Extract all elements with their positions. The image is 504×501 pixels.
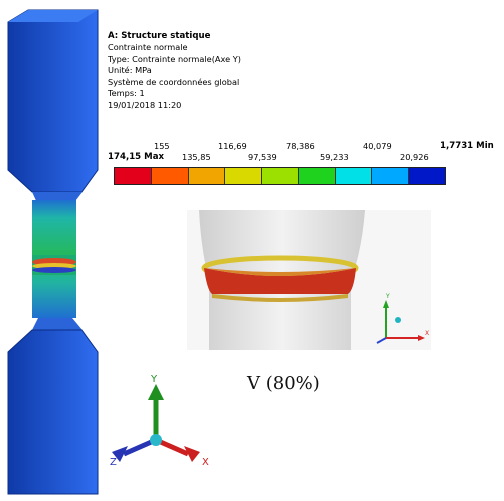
tick-label: 40,079 xyxy=(363,141,392,151)
inset-axis-y-label: Y xyxy=(386,293,390,300)
tick-label-min: 1,7731 Min xyxy=(440,141,494,151)
axis-z-label: Z xyxy=(110,457,117,468)
main-axis-triad[interactable] xyxy=(108,374,218,474)
stress-colorbar xyxy=(114,167,446,185)
specimen-3d-view[interactable] xyxy=(0,0,110,501)
legend-line: Système de coordonnées global xyxy=(108,76,240,87)
detail-inset[interactable] xyxy=(187,210,431,350)
colorbar-segment xyxy=(261,168,298,184)
legend-line: 19/01/2018 11:20 xyxy=(108,99,182,110)
tick-label-max: 174,15 Max xyxy=(108,152,165,162)
volume-annotation: V (80%) xyxy=(247,373,320,394)
colorbar-ticks-top: 155 116,69 78,386 40,079 1,7731 Min xyxy=(108,141,504,152)
tick-label: 78,386 xyxy=(286,141,315,151)
colorbar-segment xyxy=(150,168,188,184)
legend-line: Unité: MPa xyxy=(108,65,152,75)
legend-line: Contrainte normale xyxy=(108,42,188,52)
legend-line: Type: Contrainte normale(Axe Y) xyxy=(108,53,241,64)
tick-label: 20,926 xyxy=(400,152,429,162)
ring-band xyxy=(204,268,356,294)
legend-line: Temps: 1 xyxy=(108,88,145,98)
colorbar-segment xyxy=(408,168,446,184)
axis-x-label: X xyxy=(202,457,209,468)
tick-label: 97,539 xyxy=(248,152,277,162)
legend-title: A: Structure statique xyxy=(108,31,211,41)
tick-label: 116,69 xyxy=(218,141,247,151)
tick-label: 155 xyxy=(154,141,170,151)
colorbar-segment xyxy=(297,168,335,184)
colorbar-segment xyxy=(334,168,372,184)
tick-label: 59,233 xyxy=(320,152,349,162)
specimen-top-grip xyxy=(7,9,99,193)
colorbar-segment xyxy=(224,168,262,184)
axis-y-label: Y xyxy=(151,374,158,385)
colorbar-segment xyxy=(371,168,409,184)
colorbar-segment xyxy=(187,168,225,184)
result-legend: A: Structure statique Contrainte normale… xyxy=(108,30,504,111)
inset-axis-x-label: X xyxy=(425,330,430,337)
tick-label: 135,85 xyxy=(182,152,211,162)
specimen-bottom-grip xyxy=(7,329,99,495)
colorbar-ticks-bottom: 174,15 Max 135,85 97,539 59,233 20,926 xyxy=(108,152,504,163)
inset-axis-triad xyxy=(376,300,425,344)
colorbar-segment xyxy=(115,168,151,184)
